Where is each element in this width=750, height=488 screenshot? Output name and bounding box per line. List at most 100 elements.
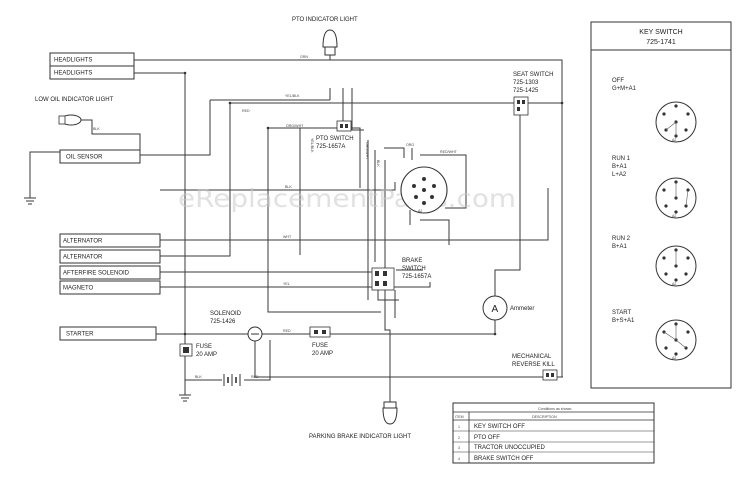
fuse-middle: FUSE 20 AMP (309, 326, 333, 357)
connector-label-a2: A2 (418, 209, 422, 213)
oil-sensor-box: OIL SENSOR (59, 149, 141, 164)
pto-switch-label: PTO SWITCH (316, 136, 354, 142)
conditions-row-desc: TRACTOR UNOCCUPIED (474, 445, 546, 451)
key-terminal-label: A2 (672, 214, 676, 218)
wire-label-blk-bat: BLK (195, 375, 202, 379)
brake-switch-label-2: SWITCH (402, 266, 426, 272)
key-terminal-label: A2 (672, 138, 676, 142)
brake-switch: BRAKE SWITCH 725-1657A (371, 258, 431, 291)
oil-sensor-label: OIL SENSOR (66, 155, 103, 161)
solenoid-part: 725-1426 (210, 319, 236, 325)
conditions-table: Conditions as shown: ITEM DESCRIPTION 1 … (452, 402, 655, 464)
conditions-title: Conditions as shown: (538, 407, 572, 411)
key-switch-panel: KEY SWITCH 725-1741 OFF G+M+A1 A2 RUN 1 … (590, 21, 732, 389)
conditions-header-desc: DESCRIPTION (532, 415, 557, 419)
key-position-name: START (612, 310, 631, 316)
wire-label-red-top: RED (242, 109, 250, 113)
pto-light-label: PTO INDICATOR LIGHT (292, 17, 358, 23)
mechanical-reverse-kill: MECHANICAL REVERSE KILL (512, 354, 558, 381)
starter-box: STARTER (59, 326, 157, 341)
brake-switch-label: BRAKE (402, 258, 422, 264)
wire-label-blk-main: BLK (285, 185, 292, 189)
solenoid: SOLENOID 725-1426 (210, 311, 263, 342)
parking-brake-light: PARKING BRAKE INDICATOR LIGHT (309, 401, 411, 440)
fuse-left-rating: 20 AMP (196, 352, 217, 358)
key-terminal-label: A2 (672, 282, 676, 286)
ammeter-label: Ammeter (510, 306, 534, 312)
watermark-text: eReplacementParts.com (178, 184, 516, 213)
magneto-label: MAGNETO (63, 286, 94, 292)
afterfire-box: AFTERFIRE SOLENOID (59, 265, 161, 280)
seat-switch-label: SEAT SWITCH (513, 72, 553, 78)
wire-label-vertical-1: YEL/BLK (310, 138, 314, 153)
key-switch-title: KEY SWITCH (639, 29, 682, 36)
mech-reverse-label-2: REVERSE KILL (512, 362, 555, 368)
battery: BLK RED (195, 374, 259, 386)
wire-label-red-wht: RED/WHT (440, 150, 458, 154)
afterfire-label: AFTERFIRE SOLENOID (63, 271, 130, 277)
key-position-desc-2: L+A2 (612, 172, 627, 178)
wire-label-vertical-2: ORG/WHT (365, 142, 369, 160)
alternator-box-2: ALTERNATOR (59, 249, 161, 264)
key-position-desc: B+A1 (612, 244, 628, 250)
wire-label-org-wht: ORG/WHT (286, 124, 304, 128)
alternator-box-1: ALTERNATOR (59, 233, 161, 248)
headlights-label-2: HEADLIGHTS (54, 71, 92, 77)
ammeter: A Ammeter (482, 295, 534, 321)
wire-harness (24, 55, 564, 402)
key-position-name: RUN 1 (612, 156, 631, 162)
conditions-row-desc: PTO OFF (474, 435, 500, 441)
wire-label-vertical-3: BLK (376, 160, 380, 167)
fuse-middle-label: FUSE (312, 343, 328, 349)
conditions-row-item: 2 (458, 436, 460, 440)
key-position-desc: B+S+A1 (612, 318, 635, 324)
pto-switch-part: 725-1657A (316, 144, 345, 150)
key-switch-part: 725-1741 (646, 39, 676, 46)
fuse-middle-rating: 20 AMP (312, 351, 333, 357)
conditions-header-item: ITEM (455, 415, 464, 419)
conditions-row-item: 1 (458, 425, 460, 429)
mech-reverse-label: MECHANICAL (512, 354, 552, 360)
key-position-run-2: RUN 2 B+A1 A2 (612, 236, 697, 287)
conditions-row-item: 4 (458, 457, 460, 461)
wire-label-yel-blk: YEL/BLK (285, 94, 300, 98)
ammeter-symbol: A (492, 304, 499, 315)
pto-indicator-light: PTO INDICATOR LIGHT (292, 17, 358, 56)
seat-switch-part-2: 725-1425 (513, 88, 539, 94)
wire-label-grn: GRN (300, 55, 308, 59)
key-position-desc: G+M+A1 (612, 86, 637, 92)
headlights-box-2: HEADLIGHTS (49, 65, 135, 80)
key-switch-connector: A2 (400, 166, 448, 214)
parking-light-label: PARKING BRAKE INDICATOR LIGHT (309, 434, 411, 440)
seat-switch-part-1: 725-1303 (513, 80, 539, 86)
wire-label-org: ORG (406, 143, 414, 147)
key-position-run-1: RUN 1 B+A1 L+A2 A2 (612, 156, 697, 219)
wire-label-blk-oil: BLK (93, 127, 100, 131)
wire-label-yel: YEL (283, 282, 290, 286)
fuse-left-label: FUSE (196, 344, 212, 350)
headlights-label-1: HEADLIGHTS (54, 58, 92, 64)
wire-label-red-low: RED (283, 329, 291, 333)
fuse-left: FUSE 20 AMP (179, 343, 217, 358)
key-position-start: START B+S+A1 A2 (612, 310, 697, 361)
wire-color-labels: GRN RED YEL/BLK ORG/WHT ORG RED/WHT BLK … (242, 55, 458, 333)
alternator-label-1: ALTERNATOR (63, 239, 103, 245)
pto-switch: PTO SWITCH 725-1657A (316, 120, 354, 150)
starter-label: STARTER (66, 332, 94, 338)
wire-label-wht: WHT (283, 235, 292, 239)
magneto-box: MAGNETO (59, 280, 161, 295)
brake-switch-part: 725-1657A (402, 274, 431, 280)
key-position-off: OFF G+M+A1 A2 (612, 78, 697, 143)
alternator-label-2: ALTERNATOR (63, 255, 103, 261)
solenoid-label: SOLENOID (210, 311, 242, 317)
oil-light-label: LOW OIL INDICATOR LIGHT (35, 97, 114, 103)
seat-switch: SEAT SWITCH 725-1303 725-1425 (513, 72, 553, 116)
conditions-row-item: 3 (458, 446, 460, 450)
key-terminal-label: A2 (672, 356, 676, 360)
oil-indicator-light: LOW OIL INDICATOR LIGHT BLK (35, 97, 114, 131)
wire-label-red-bat: RED (251, 375, 259, 379)
key-position-name: RUN 2 (612, 236, 631, 242)
conditions-row-desc: KEY SWITCH OFF (474, 424, 525, 430)
conditions-row-desc: BRAKE SWITCH OFF (474, 456, 534, 462)
